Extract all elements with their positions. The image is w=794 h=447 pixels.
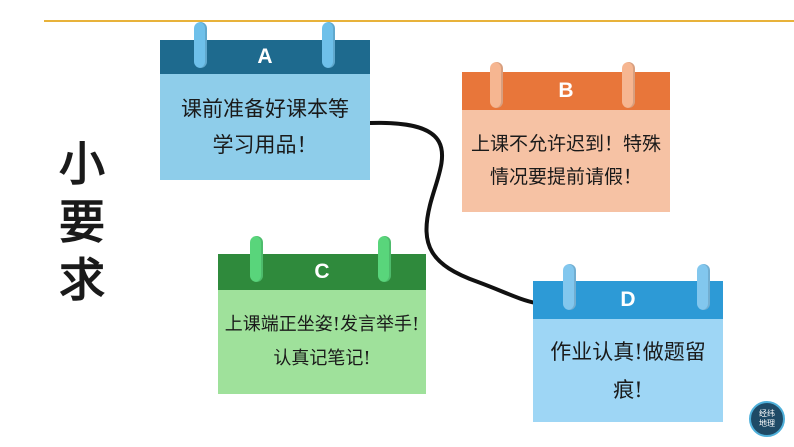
- card-header: D: [533, 281, 723, 319]
- binder-ring-icon: [490, 62, 503, 108]
- card-body: 作业认真!做题留痕!: [533, 319, 723, 422]
- binder-ring-icon: [194, 22, 207, 68]
- card-body: 上课端正坐姿!发言举手!认真记笔记!: [218, 290, 426, 394]
- binder-ring-icon: [622, 62, 635, 108]
- card-text: 作业认真!做题留痕!: [550, 339, 706, 402]
- card-text: 课前准备好课本等学习用品！: [181, 97, 349, 157]
- card-body: 上课不允许迟到！特殊情况要提前请假！: [462, 110, 670, 212]
- card-letter: C: [314, 260, 330, 283]
- calendar-card-b: B 上课不允许迟到！特殊情况要提前请假！: [462, 62, 670, 212]
- binder-ring-icon: [250, 236, 263, 282]
- title-char: 求: [59, 253, 105, 307]
- logo-text-line2: 地理: [759, 419, 775, 428]
- logo-badge: 经纬 地理: [749, 401, 785, 437]
- card-text: 上课不允许迟到！特殊情况要提前请假！: [470, 133, 661, 188]
- binder-ring-icon: [563, 264, 576, 310]
- calendar-card-a: A 课前准备好课本等学习用品！: [160, 22, 370, 180]
- card-body: 课前准备好课本等学习用品！: [160, 74, 370, 180]
- card-letter: D: [620, 288, 636, 311]
- card-letter: A: [257, 45, 273, 68]
- card-header: A: [160, 40, 370, 74]
- vertical-title: 小 要 求: [52, 135, 112, 309]
- calendar-card-d: D 作业认真!做题留痕!: [533, 264, 723, 422]
- title-char: 小: [59, 137, 105, 191]
- calendar-card-c: C 上课端正坐姿!发言举手!认真记笔记!: [218, 236, 426, 394]
- binder-ring-icon: [697, 264, 710, 310]
- title-char: 要: [59, 195, 105, 249]
- binder-ring-icon: [378, 236, 391, 282]
- card-text: 上课端正坐姿!发言举手!认真记笔记!: [224, 314, 420, 369]
- accent-line: [44, 20, 794, 22]
- binder-ring-icon: [322, 22, 335, 68]
- logo-text-line1: 经纬: [759, 409, 775, 418]
- card-letter: B: [558, 79, 574, 102]
